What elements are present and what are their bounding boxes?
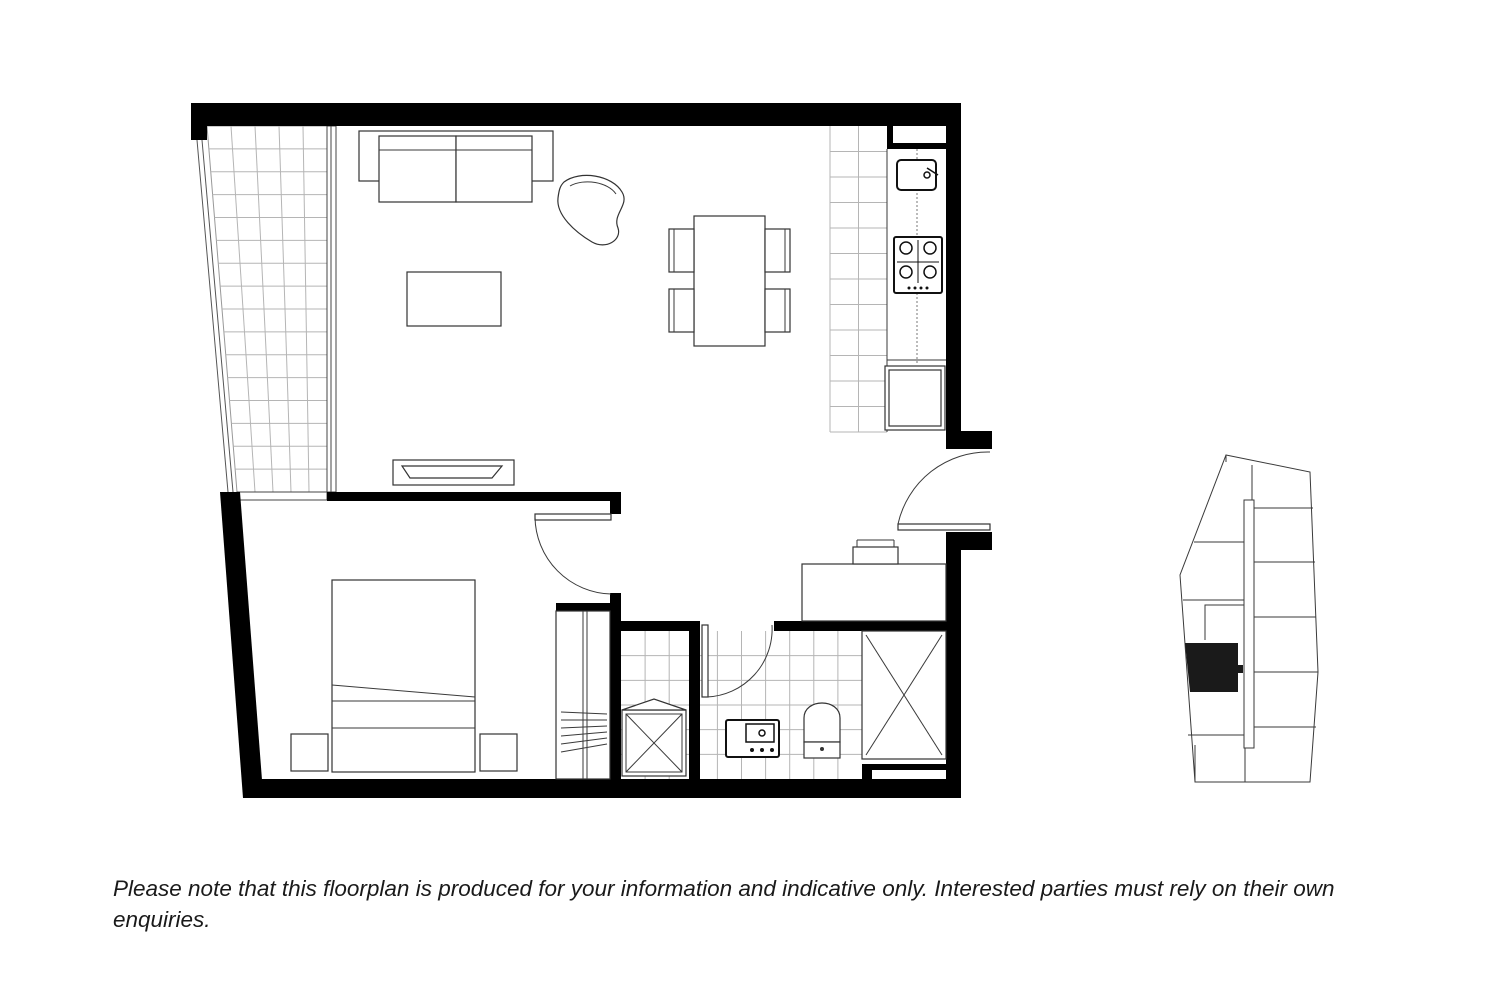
toilet (803, 702, 841, 759)
wall-entry-stub-top (946, 431, 992, 449)
entry-door (897, 449, 992, 532)
wall-east-upper (946, 103, 961, 431)
wall-west-bedroom (220, 492, 262, 798)
wall-bedroom-north (327, 492, 621, 501)
sofa (358, 130, 554, 203)
wall-wardrobe-top (556, 603, 611, 611)
wall-bath-divider (689, 631, 700, 781)
wall-top (191, 103, 961, 140)
walls (191, 103, 992, 798)
vanity-basin (725, 719, 780, 758)
dining-set (668, 215, 791, 347)
disclaimer-text: Please note that this floorplan is produ… (113, 876, 1335, 932)
highlighted-unit (1185, 643, 1238, 692)
wall-shower-nook (862, 764, 946, 770)
study-desk (801, 539, 947, 622)
wall-bottom (243, 779, 961, 798)
wall-kitchen-nook (887, 126, 893, 148)
wall-bedroom-north-end (610, 492, 621, 514)
coffee-table (406, 271, 502, 327)
tv-unit (392, 459, 515, 486)
wall-kitchen-nook-bottom (887, 143, 947, 149)
side-table (557, 174, 625, 246)
wall-entry-stub-bottom (946, 532, 992, 550)
building-key-plan (1179, 454, 1319, 783)
balcony-tiles (196, 125, 337, 501)
shower (861, 630, 947, 760)
kitchen-sink (896, 159, 939, 191)
kitchen-tiles (829, 126, 887, 433)
bathroom-door (700, 621, 774, 698)
bedroom-door (534, 513, 612, 595)
fridge (884, 365, 946, 431)
wall-bedroom-east (610, 593, 621, 798)
wardrobe (555, 610, 611, 780)
laundry-unit (621, 698, 687, 777)
wall-bath-north-left (621, 621, 701, 631)
wall-bath-north-right (773, 621, 946, 631)
wall-shower-nook-side (862, 764, 872, 780)
bed (331, 579, 476, 773)
wall-east-lower (946, 550, 961, 798)
cooktop (893, 236, 943, 294)
bedside-table-right (479, 733, 518, 772)
bedside-table-left (290, 733, 329, 772)
